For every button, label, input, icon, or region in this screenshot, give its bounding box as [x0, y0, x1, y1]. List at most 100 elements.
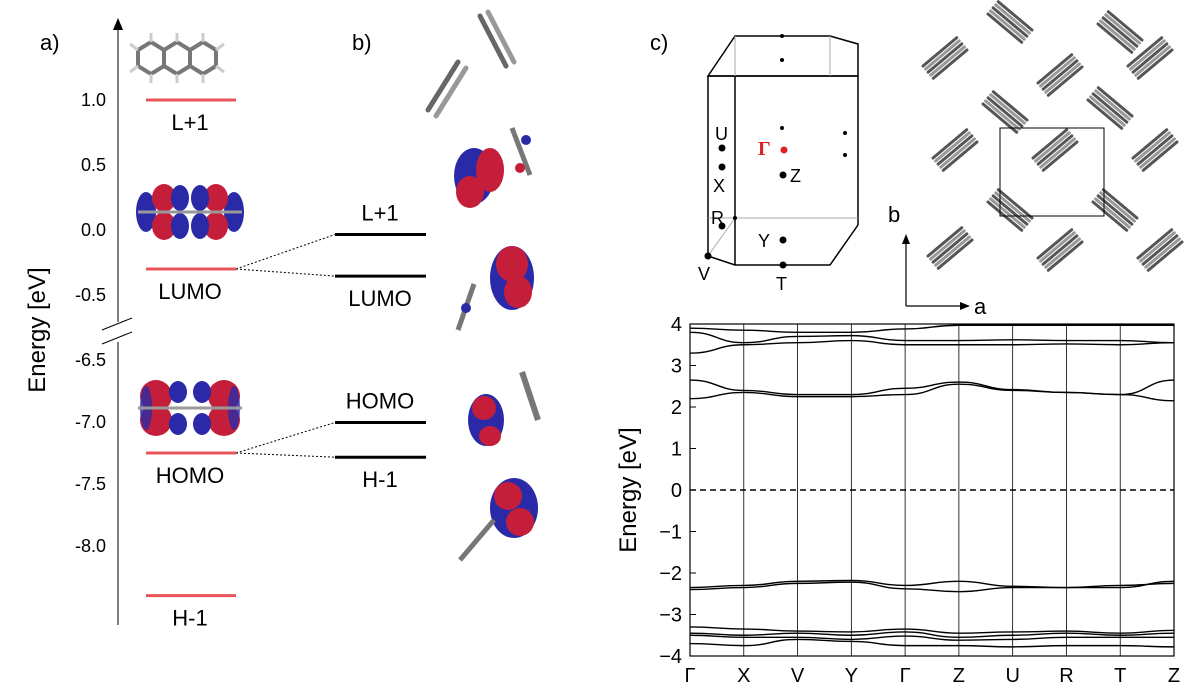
- axis-break-2: [101, 331, 133, 345]
- orbital-h-minus-1-dimer-icon: [458, 478, 538, 562]
- packed-molecule-icon: [1031, 128, 1079, 172]
- band-line: [689, 331, 1175, 344]
- panel-a-tick-label: 0.0: [81, 220, 106, 240]
- band-line: [689, 581, 1175, 593]
- panel-a-tick-label: 1.0: [81, 90, 106, 110]
- path-label: R: [1059, 665, 1073, 687]
- panel-a-ticks: 1.00.50.0-0.5-6.5-7.0-7.5-8.0: [75, 90, 106, 556]
- panel-a-tick-label: 0.5: [81, 155, 106, 175]
- level-connector: [235, 422, 336, 454]
- panel-a: a) 1.00.50.0-0.5-6.5-7.0-7.5-8.0 Energy …: [24, 18, 244, 631]
- packed-molecule-icon: [1086, 86, 1134, 130]
- band-ylabel: Energy [eV]: [615, 427, 642, 552]
- lumo-orbital-icon: [136, 184, 244, 240]
- k-point-marker: [718, 163, 726, 171]
- packed-molecule-icon: [986, 0, 1034, 44]
- axis-arrow: [113, 18, 123, 30]
- band-lines: [689, 324, 1175, 648]
- k-point-label: U: [715, 124, 728, 144]
- path-label: T: [1114, 665, 1126, 687]
- gamma-point-label: Γ: [758, 138, 771, 160]
- path-label: Z: [1168, 665, 1180, 687]
- homo-orbital-icon: [138, 380, 242, 436]
- level-label-a: L+1: [171, 110, 208, 135]
- y-tick-label: −3: [659, 605, 682, 627]
- level-connector: [235, 452, 336, 458]
- y-tick-label: −1: [659, 522, 682, 544]
- packed-molecule-icon: [1096, 10, 1144, 54]
- packed-molecule-icon: [986, 188, 1034, 232]
- band-line: [689, 579, 1175, 589]
- k-point-label: X: [713, 176, 725, 196]
- panel-a-tick-label: -7.0: [75, 412, 106, 432]
- panel-a-tick-label: -7.5: [75, 474, 106, 494]
- level-label-b: H-1: [362, 467, 397, 492]
- orbital-lumo-dimer-icon: [455, 246, 534, 331]
- packed-molecule-icon: [981, 90, 1029, 134]
- band-plot-frame: [689, 323, 1175, 657]
- y-tick-label: 2: [671, 397, 682, 419]
- axis-break-1: [101, 317, 133, 331]
- lattice-axis-a-label: a: [974, 294, 987, 319]
- level-label-a: HOMO: [156, 463, 224, 488]
- y-tick-label: 1: [671, 439, 682, 461]
- level-connectors: [235, 234, 336, 458]
- panel-b-label: b): [352, 30, 372, 55]
- k-point-marker: [704, 252, 712, 260]
- band-line: [689, 379, 1175, 396]
- lattice-axis-b-label: b: [888, 202, 900, 227]
- lattice-axes: b a: [888, 202, 987, 319]
- band-line: [689, 634, 1174, 641]
- packed-molecule-icon: [1091, 188, 1139, 232]
- y-tick-label: −4: [659, 646, 682, 668]
- band-line: [689, 383, 1175, 402]
- band-line: [689, 638, 1175, 648]
- crystal-packing-icon: [921, 0, 1184, 272]
- y-tick-label: 0: [671, 480, 682, 502]
- orbital-l-plus-1-dimer-icon: [454, 127, 533, 208]
- k-point-marker: [718, 222, 726, 230]
- level-label-a: H-1: [172, 606, 207, 631]
- dimer-molecule-icon: [425, 9, 517, 119]
- packed-molecule-icon: [931, 128, 979, 172]
- k-point-label: Y: [758, 231, 770, 251]
- packed-molecule-icon: [926, 226, 974, 270]
- panel-a-ylabel: Energy [eV]: [24, 267, 51, 392]
- k-point-label: Z: [790, 166, 801, 186]
- panel-a-label: a): [40, 30, 60, 55]
- level-label-b: L+1: [361, 201, 398, 226]
- path-label: Y: [845, 665, 858, 687]
- k-point-marker: [779, 171, 787, 179]
- packed-molecule-icon: [1136, 228, 1184, 272]
- k-point-label: T: [776, 274, 787, 294]
- packed-molecule-icon: [921, 36, 969, 80]
- k-point-marker: [779, 236, 787, 244]
- panel-a-tick-label: -8.0: [75, 536, 106, 556]
- band-line: [689, 324, 1174, 334]
- unit-cell-box: [999, 127, 1105, 217]
- level-label-b: HOMO: [346, 388, 414, 413]
- k-point-label: V: [698, 264, 710, 284]
- path-label: X: [737, 665, 750, 687]
- band-line: [689, 631, 1175, 639]
- y-tick-label: 3: [671, 356, 682, 378]
- gamma-point-marker: [780, 146, 788, 154]
- path-label: Γ: [684, 665, 695, 687]
- packed-molecule-icon: [1036, 228, 1084, 272]
- band-line: [689, 626, 1175, 634]
- path-label: Γ: [900, 665, 911, 687]
- level-label-b: LUMO: [348, 286, 412, 311]
- packed-molecule-icon: [1131, 128, 1179, 172]
- path-label: V: [791, 665, 805, 687]
- y-tick-label: 4: [671, 314, 682, 336]
- path-label: Z: [953, 665, 965, 687]
- orbital-homo-dimer-icon: [468, 371, 541, 446]
- packed-molecule-icon: [1036, 53, 1084, 97]
